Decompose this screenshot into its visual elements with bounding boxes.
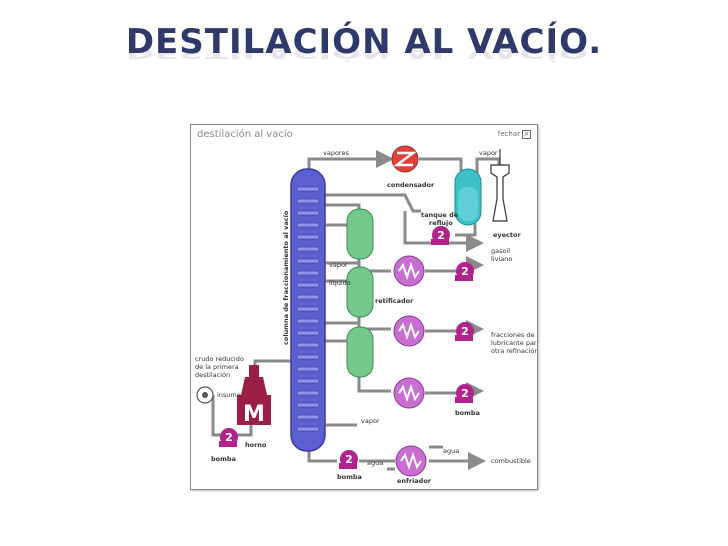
label-combustible: combustible: [491, 457, 531, 465]
label-column: columna de fraccionamiento al vacío: [282, 210, 290, 345]
furnace: M: [237, 365, 271, 427]
label-eyector: eyector: [493, 231, 521, 239]
svg-text:2: 2: [461, 387, 469, 400]
pipe-reflux: [325, 193, 421, 213]
label-gasoil-2: liviano: [491, 255, 512, 263]
label-agua-out: agua: [443, 447, 459, 455]
exchanger-3: [393, 377, 425, 409]
process-diagram: 2 2 2 2 2 2 M vapores vapor condensador …: [195, 145, 537, 485]
pipe-vapor-return-3: [325, 321, 361, 327]
svg-text:2: 2: [437, 229, 445, 242]
slide-title-reflection: DESTILACIÓN AL VACÍO.: [125, 44, 603, 62]
cooler: [395, 445, 427, 477]
pipe-vapor-return-1: [325, 203, 361, 209]
reflux-tank: [454, 168, 482, 226]
pipe-furnace-column: [253, 359, 291, 373]
insumo-symbol: [196, 386, 214, 404]
label-agua-in: agua: [367, 459, 383, 467]
pipe-gasoil: [403, 211, 484, 252]
label-horno: horno: [245, 441, 267, 449]
svg-text:2: 2: [345, 453, 353, 466]
pipe-insumo: [211, 395, 221, 437]
pump-1: 2: [455, 262, 474, 281]
close-icon: ×: [522, 130, 531, 139]
pump-feed: 2: [219, 428, 238, 447]
label-vapor-mid: vapor: [329, 261, 348, 269]
panel-title: destilación al vacío: [197, 129, 293, 140]
close-button[interactable]: fechar×: [498, 130, 531, 139]
svg-text:2: 2: [461, 265, 469, 278]
label-crudo-2: de la primera: [195, 363, 239, 371]
label-fracciones-2: lubricante para: [491, 339, 537, 347]
pump-3: 2: [455, 384, 474, 403]
condenser: [391, 145, 419, 173]
label-crudo-3: destilación: [195, 371, 230, 379]
svg-text:2: 2: [225, 431, 233, 444]
vacuum-column: [290, 168, 326, 452]
pump-bottom: 2: [339, 450, 358, 469]
pipe-vapores: [307, 150, 394, 171]
label-retificador: retificador: [375, 297, 414, 305]
pump-2: 2: [455, 322, 474, 341]
label-tanque-2: reflujo: [429, 219, 453, 227]
label-liquido: líquido: [329, 279, 351, 287]
close-label: fechar: [497, 130, 520, 138]
svg-text:M: M: [243, 402, 265, 427]
diagram-panel: destilación al vacío fechar×: [190, 124, 538, 490]
exchanger-2: [393, 315, 425, 347]
ejector: [490, 149, 510, 222]
label-tanque-1: tanque de: [421, 211, 459, 219]
label-enfriador: enfriador: [397, 477, 432, 485]
pipe-condenser-tank: [419, 157, 463, 171]
label-fracciones-3: otra refinación: [491, 347, 537, 355]
pipe-vapor-ejector: [475, 157, 501, 175]
label-vapor-top: vapor: [479, 149, 498, 157]
label-fracciones-1: fracciones de: [491, 331, 535, 339]
pump-reflux: 2: [431, 226, 450, 245]
slide-title: DESTILACIÓN AL VACÍO.: [125, 22, 603, 62]
pipe-strip-ex-3: [357, 377, 391, 393]
pipe-pump-furnace: [237, 425, 253, 437]
column-trays: [296, 186, 320, 432]
pumps: 2 2 2 2 2 2: [219, 226, 474, 469]
label-bomba-left: bomba: [211, 455, 236, 463]
label-insumo: insumo: [217, 391, 241, 399]
label-bomba-bottom: bomba: [337, 473, 362, 481]
label-crudo-1: crudo reducido: [195, 355, 244, 363]
label-vapores: vapores: [323, 149, 349, 157]
strippers: [346, 208, 374, 378]
exchanger-1: [393, 255, 425, 287]
label-vapor-bottom: vapor: [361, 417, 380, 425]
label-bomba-right: bomba: [455, 409, 480, 417]
label-gasoil-1: gasoil: [491, 247, 510, 255]
label-condensador: condensador: [387, 181, 435, 189]
svg-text:2: 2: [461, 325, 469, 338]
heat-exchangers: [393, 255, 427, 477]
